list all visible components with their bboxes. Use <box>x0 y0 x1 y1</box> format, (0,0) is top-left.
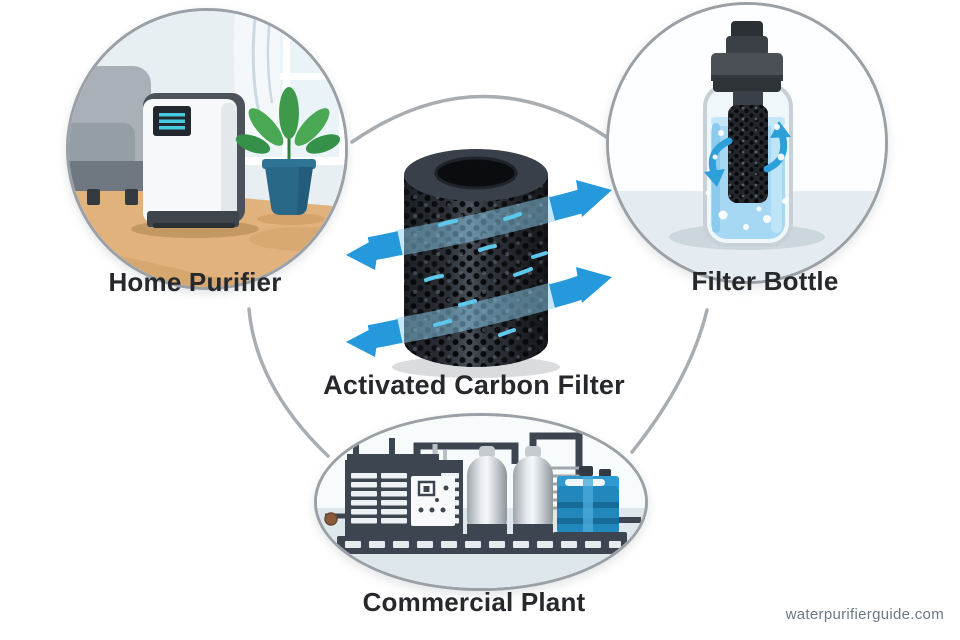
node-home-purifier <box>66 8 348 290</box>
node-label-commercial-plant: Commercial Plant <box>362 587 586 617</box>
center-label-activated-carbon-filter: Activated Carbon Filter <box>323 370 625 400</box>
activated-carbon-filter-illustration <box>346 149 612 378</box>
watermark: waterpurifierguide.com <box>785 606 944 623</box>
connector-arc-top <box>350 94 610 144</box>
commercial-plant-illustration <box>317 416 645 588</box>
connector-curve-right <box>630 308 709 454</box>
bubbles <box>705 124 788 230</box>
connector-curve-left <box>247 307 330 458</box>
node-label-filter-bottle: Filter Bottle <box>691 266 839 296</box>
platform-dashes <box>345 541 621 548</box>
vapor-dashes <box>424 212 548 337</box>
node-filter-bottle <box>606 2 888 284</box>
filter-bottle-illustration <box>609 5 885 281</box>
node-commercial-plant <box>314 413 648 591</box>
home-purifier-illustration <box>69 11 345 287</box>
node-label-home-purifier: Home Purifier <box>108 267 282 297</box>
